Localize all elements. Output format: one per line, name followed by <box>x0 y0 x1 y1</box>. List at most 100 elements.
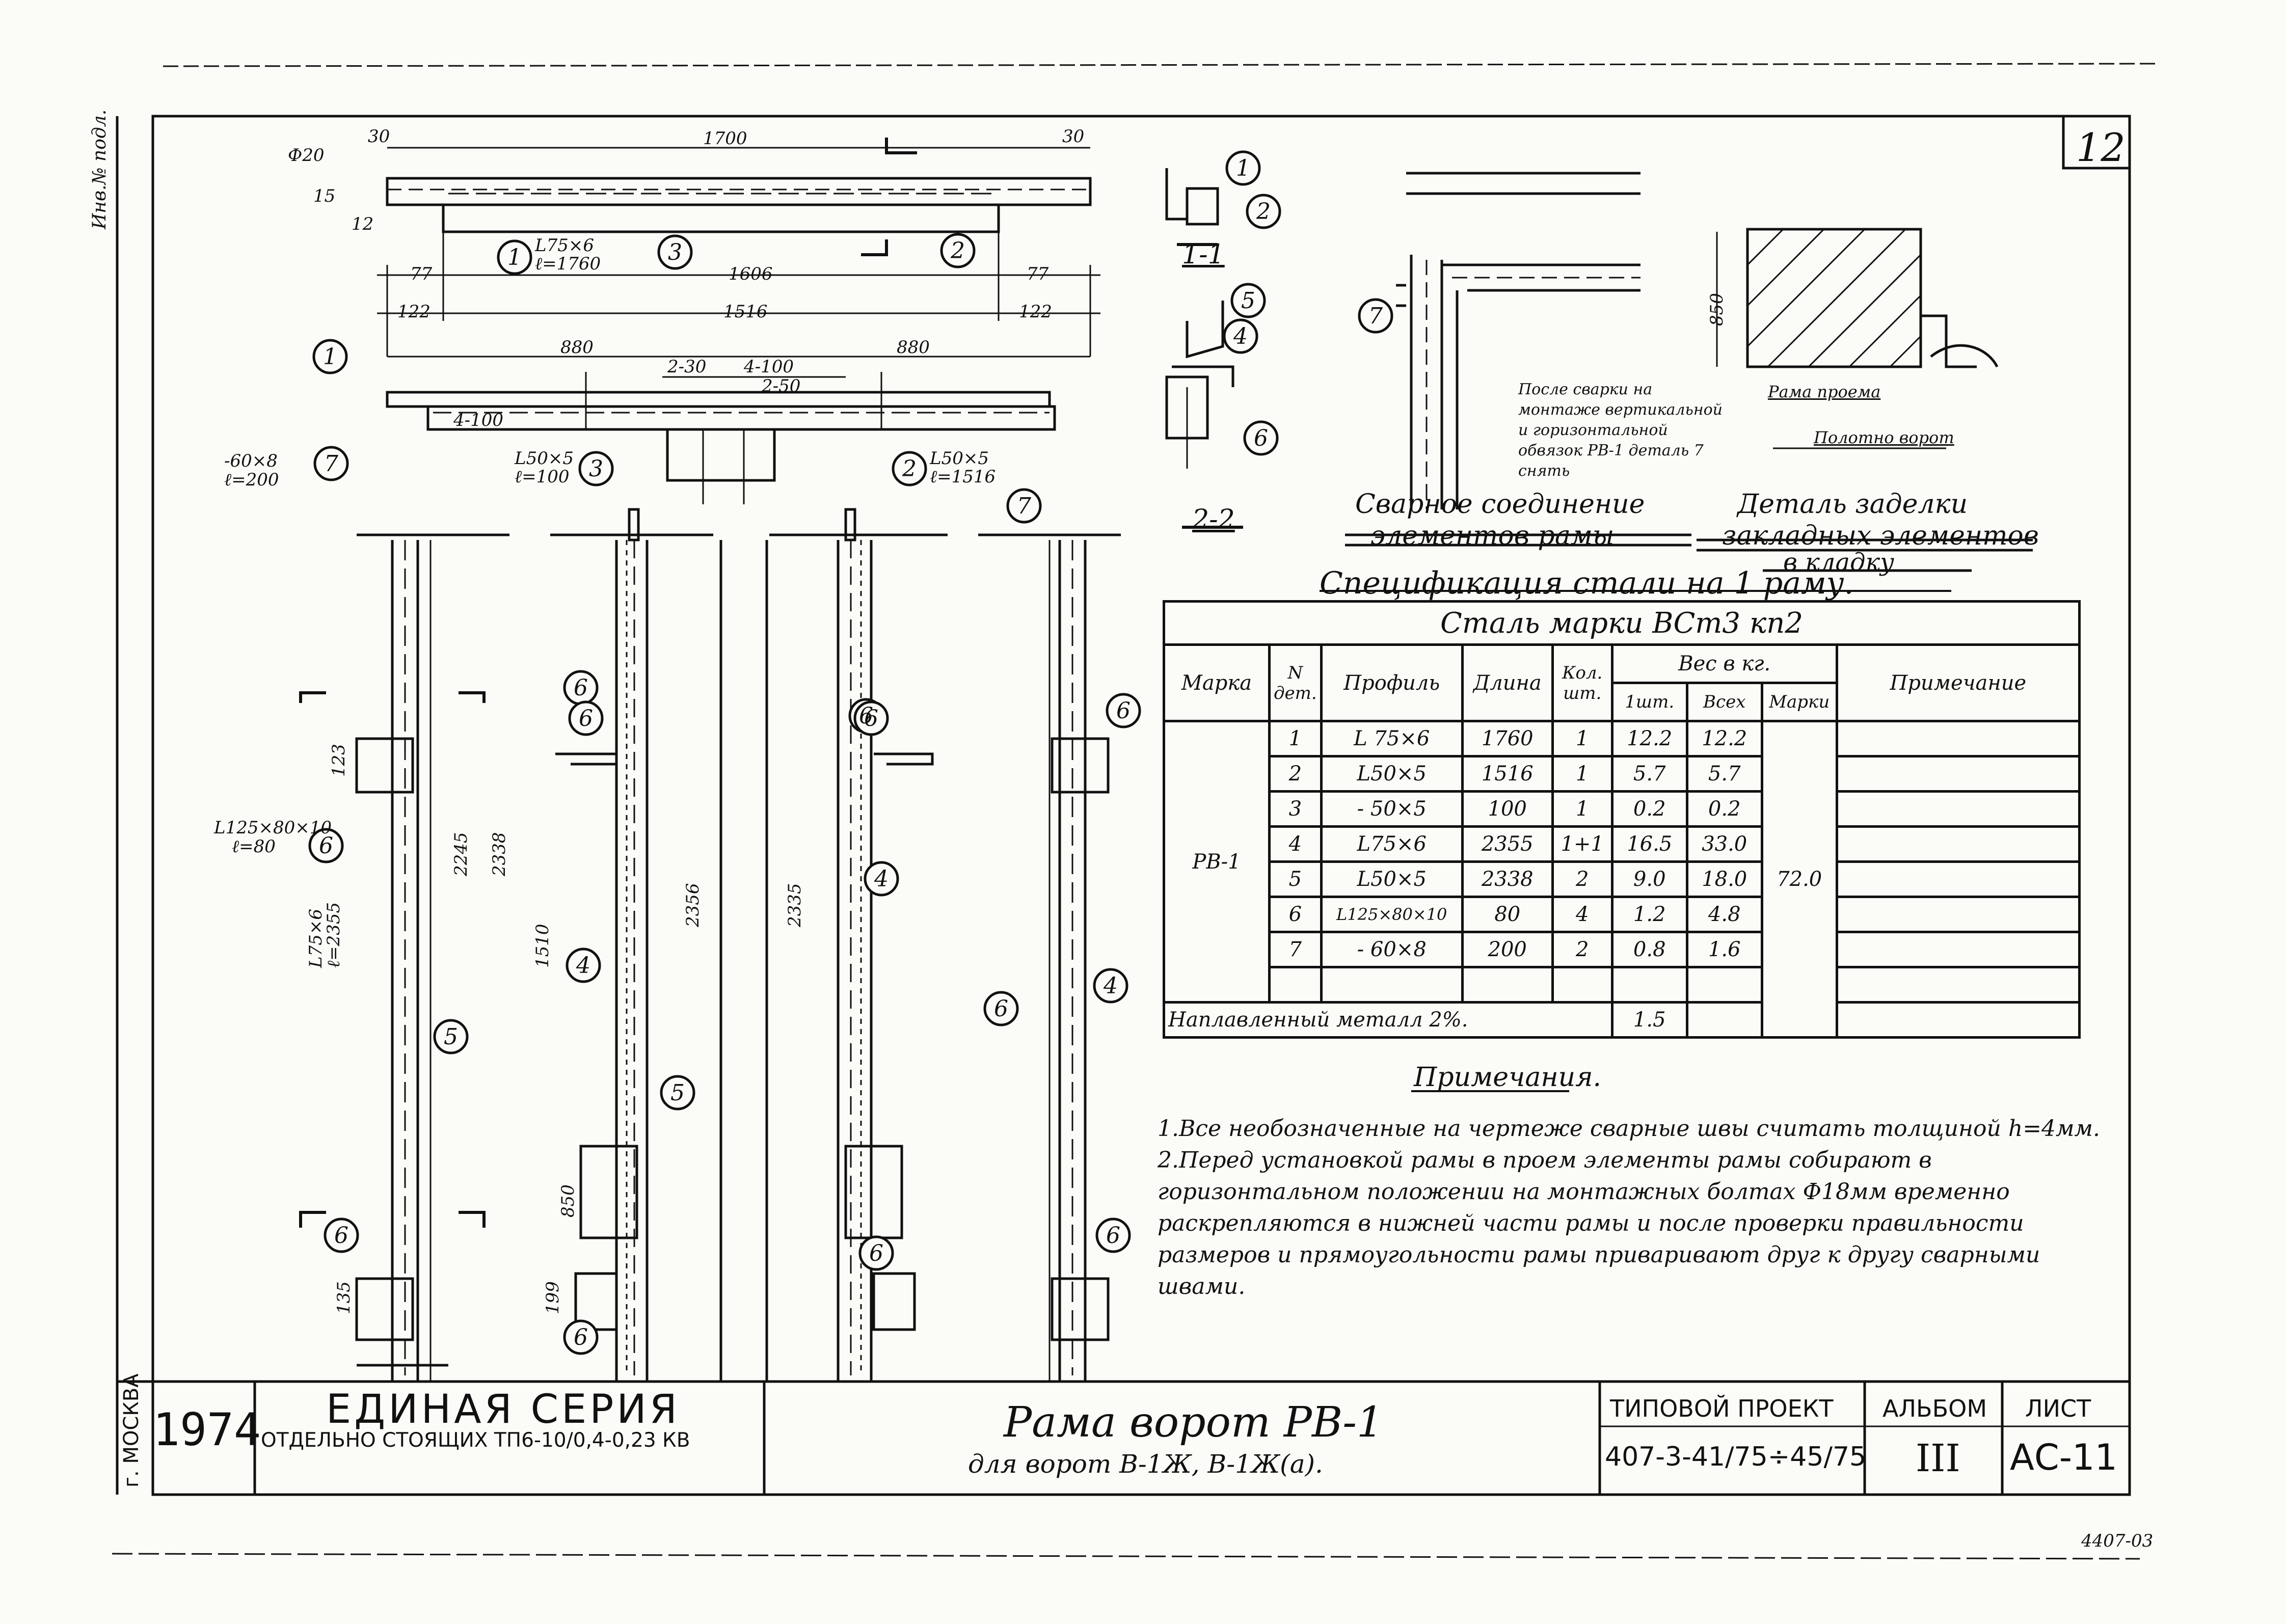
svg-text:6: 6 <box>334 1223 348 1249</box>
dim: 123 <box>329 744 349 777</box>
cell: L 75×6 <box>1320 720 1464 757</box>
cell: 16.5 <box>1610 825 1688 863</box>
dim: -60×8 <box>224 451 278 471</box>
svg-text:2: 2 <box>902 456 917 482</box>
masonry-dim-850: 850 <box>1707 293 1727 326</box>
dim: 2-30 <box>667 357 707 377</box>
cell: 2 <box>1268 755 1323 793</box>
svg-text:7: 7 <box>324 451 338 477</box>
cell: - 50×5 <box>1320 790 1464 828</box>
weld-metal-label: Наплавленный металл 2%. <box>1163 1001 1613 1039</box>
cell: 7 <box>1268 931 1323 968</box>
dim: ℓ=1760 <box>535 254 601 274</box>
dim: ℓ=1516 <box>930 467 996 487</box>
cell: 1.6 <box>1685 931 1763 968</box>
note-item: 1.Все необозначенные на чертеже сварные … <box>1158 1116 2100 1142</box>
cell: 33.0 <box>1685 825 1763 863</box>
dim: Ф20 <box>288 145 325 166</box>
cell <box>1835 790 2081 828</box>
cell: 0.2 <box>1610 790 1688 828</box>
h-note: Примечание <box>1835 643 2081 722</box>
svg-text:3: 3 <box>589 456 603 482</box>
dim: L50×5 <box>515 448 574 469</box>
dim: 30 <box>1062 126 1085 147</box>
weld-note: После сварки на монтаже вертикальной и г… <box>1518 381 1723 480</box>
svg-text:6: 6 <box>1254 425 1268 451</box>
svg-text:6: 6 <box>579 706 593 732</box>
dim: 880 <box>560 337 594 358</box>
svg-text:1: 1 <box>507 245 522 270</box>
svg-text:2: 2 <box>1256 199 1271 225</box>
h-num: N дет. <box>1268 643 1323 722</box>
svg-text:6: 6 <box>864 706 878 732</box>
svg-text:6: 6 <box>574 1324 588 1350</box>
dim: L75×6 <box>306 909 326 968</box>
cell: 1 <box>1551 790 1613 828</box>
dim: L125×80×10 <box>214 818 332 838</box>
sheet-label: ЛИСТ <box>2025 1395 2091 1422</box>
svg-text:1: 1 <box>323 344 337 370</box>
cell <box>1685 966 1763 1004</box>
table-row: 6 L125×80×10 80 4 1.2 4.8 <box>1164 896 2081 933</box>
cell: 100 <box>1461 790 1554 828</box>
cell: 5.7 <box>1610 755 1688 793</box>
svg-text:6: 6 <box>1106 1223 1120 1249</box>
cell <box>1551 966 1613 1004</box>
cell <box>1320 966 1464 1004</box>
h-length: Длина <box>1461 643 1554 722</box>
h-weight: Вес в кг. <box>1610 643 1838 684</box>
cell <box>1835 860 2081 898</box>
cell: 2338 <box>1461 860 1554 898</box>
detail-title-1: Деталь заделки <box>1737 489 1968 520</box>
cell: 5.7 <box>1685 755 1763 793</box>
dim: ℓ=200 <box>224 470 279 490</box>
table-row: 4 L75×6 2355 1+1 16.5 33.0 <box>1164 825 2081 863</box>
detail-title-3: в кладку <box>1783 548 1894 577</box>
dim: L75×6 <box>535 235 594 256</box>
table-row: 7 - 60×8 200 2 0.8 1.6 <box>1164 931 2081 968</box>
svg-text:2: 2 <box>950 238 965 264</box>
svg-text:6: 6 <box>859 703 873 729</box>
h-mark: Марка <box>1163 643 1271 722</box>
weld-title-2: элементов рамы <box>1370 521 1615 551</box>
table-row: 2 L50×5 1516 1 5.7 5.7 <box>1164 755 2081 793</box>
cell: 12.2 <box>1610 720 1688 757</box>
cell <box>1835 1001 2081 1039</box>
frame-label: Рама проема <box>1768 382 1881 401</box>
table-row: 5 L50×5 2338 2 9.0 18.0 <box>1164 860 2081 898</box>
svg-text:6: 6 <box>319 833 333 859</box>
section-1-1-label: 1-1 <box>1182 239 1225 270</box>
sheet-number: АС-11 <box>2010 1437 2118 1478</box>
table-row <box>1164 966 2081 1004</box>
dim: 2335 <box>785 883 805 927</box>
section-2-2-label: 2-2 <box>1192 504 1235 535</box>
steel-header: Сталь марки ВСт3 кп2 <box>1163 600 2081 646</box>
project-label: ТИПОВОЙ ПРОЕКТ <box>1610 1395 1834 1422</box>
stamp-left: Инв.№ подл. <box>89 109 110 229</box>
drawing-subtitle: для ворот В-1Ж, В-1Ж(а). <box>968 1449 1323 1479</box>
svg-text:1: 1 <box>1236 155 1250 181</box>
svg-text:4: 4 <box>874 866 889 892</box>
drawing-title: Рама ворот РВ-1 <box>1004 1398 1384 1447</box>
cell: 9.0 <box>1610 860 1688 898</box>
h-profile: Профиль <box>1320 643 1464 722</box>
cell <box>1685 1001 1763 1039</box>
cell: 1 <box>1551 755 1613 793</box>
svg-text:6: 6 <box>994 996 1008 1022</box>
note-item: 2.Перед установкой рамы в проем элементы… <box>1158 1147 2040 1300</box>
dim: 122 <box>1019 302 1052 322</box>
svg-text:6: 6 <box>1116 698 1131 724</box>
dim: 199 <box>543 1281 563 1314</box>
cell: L50×5 <box>1320 755 1464 793</box>
dim: L50×5 <box>930 448 989 469</box>
album-number: III <box>1916 1437 1960 1480</box>
detail-title-2: закладных элементов <box>1722 521 2039 551</box>
dim: 2-50 <box>762 376 801 396</box>
table-row: Наплавленный металл 2%. 1.5 <box>1163 1001 2081 1039</box>
cell: L125×80×10 <box>1320 896 1464 933</box>
dim: 880 <box>897 337 930 358</box>
dim: 12 <box>352 214 374 234</box>
project-number: 407-3-41/75÷45/75 <box>1605 1442 1867 1472</box>
cell: 1760 <box>1461 720 1554 757</box>
